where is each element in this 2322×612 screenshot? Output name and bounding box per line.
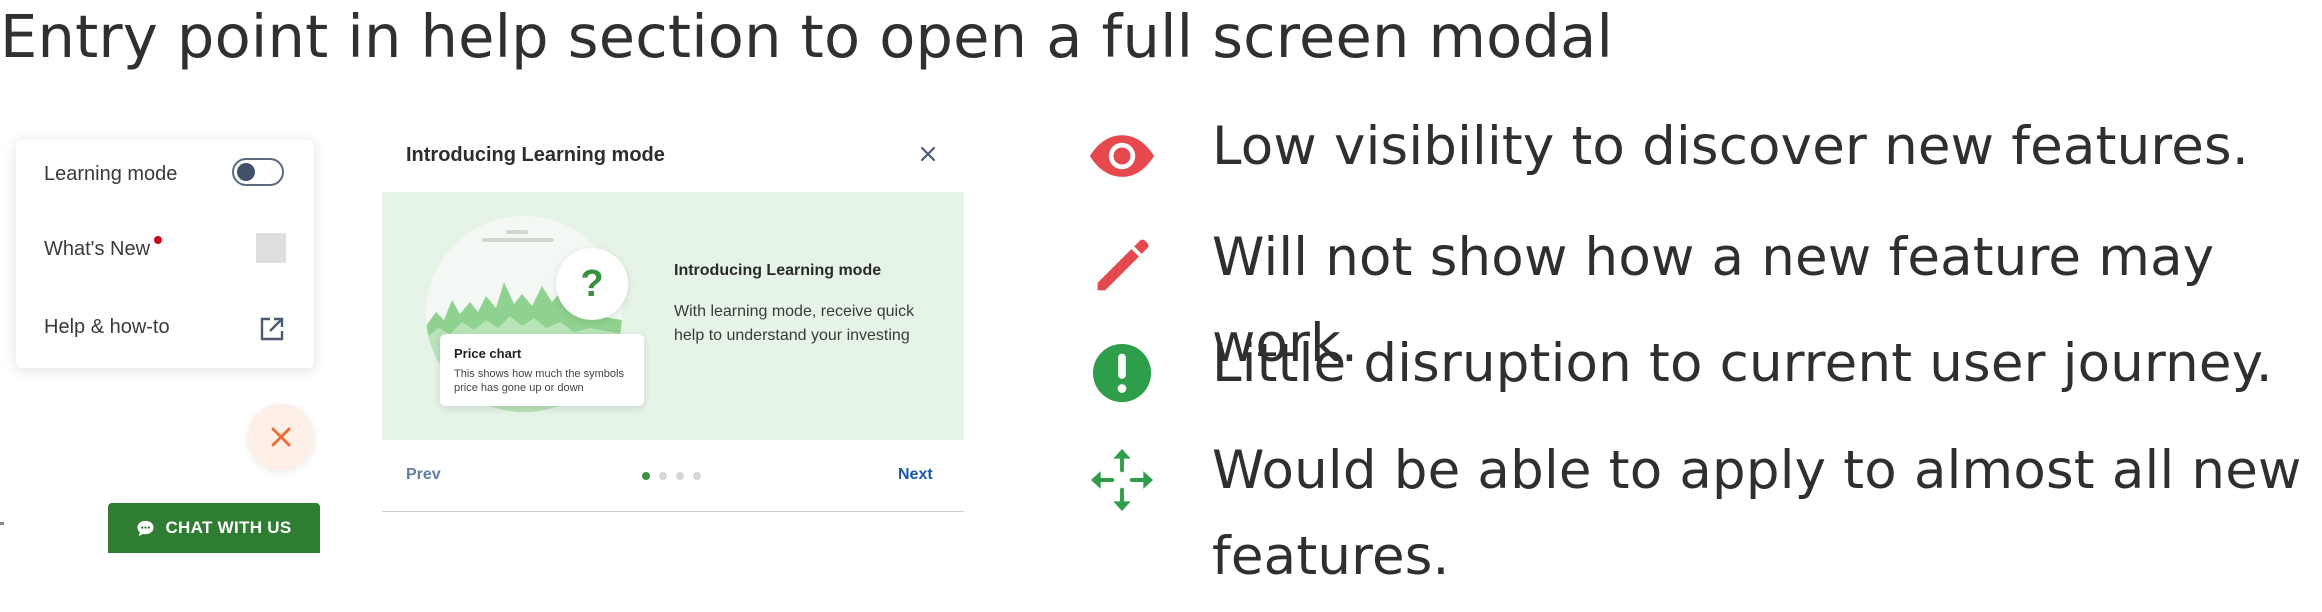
chat-bubble-icon — [137, 520, 155, 536]
modal-banner: ? Price chart This shows how much the sy… — [382, 192, 964, 440]
page-title: Entry point in help section to open a fu… — [0, 2, 1614, 71]
point-item: Would be able to apply to almost all new… — [1088, 440, 2318, 587]
close-icon — [271, 427, 291, 447]
pager-dots — [642, 472, 701, 480]
eye-icon — [1089, 135, 1155, 177]
point-text: Low visibility to discover new features. — [1212, 116, 2249, 177]
tooltip-title: Price chart — [454, 346, 522, 361]
notification-dot — [154, 236, 163, 244]
point-text: Little disruption to current user journe… — [1212, 333, 2273, 394]
modal-divider — [382, 511, 964, 512]
eye-icon-wrap — [1088, 122, 1156, 190]
move-arrows-icon — [1090, 448, 1154, 512]
help-item-label: What's New — [44, 238, 151, 260]
banner-body: With learning mode, receive quick help t… — [674, 303, 915, 344]
price-chart-tooltip: Price chart This shows how much the symb… — [440, 334, 644, 406]
toggle-knob — [237, 163, 255, 181]
point-item: Will not show how a new feature may work… — [1088, 227, 2318, 374]
whats-new-placeholder — [256, 233, 286, 263]
modal-title: Introducing Learning mode — [406, 144, 665, 166]
close-icon[interactable] — [916, 142, 940, 166]
exclamation-icon — [1092, 343, 1152, 403]
help-item-whats-new[interactable]: What's New — [44, 236, 163, 261]
next-button[interactable]: Next — [898, 466, 933, 483]
prev-button[interactable]: Prev — [406, 466, 441, 483]
pager-dot[interactable] — [693, 472, 701, 480]
exclamation-icon-wrap — [1088, 339, 1156, 407]
help-item-label: Learning mode — [44, 163, 178, 185]
pager-dot[interactable] — [642, 472, 650, 480]
help-item-learning-mode[interactable]: Learning mode — [44, 163, 177, 186]
edge-mark — [0, 522, 4, 525]
point-item: Little disruption to current user journe… — [1088, 333, 2318, 419]
chat-with-us-button[interactable]: CHAT WITH US — [108, 503, 320, 553]
point-item: Low visibility to discover new features. — [1088, 116, 2318, 202]
banner-heading: Introducing Learning mode — [674, 262, 882, 279]
learning-mode-modal: Introducing Learning mode ? Price chart … — [382, 130, 964, 512]
chat-button-label: CHAT WITH US — [165, 518, 292, 537]
point-text: Would be able to apply to almost all new… — [1212, 440, 2302, 587]
help-item-label: Help & how-to — [44, 316, 170, 338]
close-help-button[interactable] — [248, 404, 314, 470]
help-menu: Learning mode What's New Help & how-to — [16, 140, 314, 368]
move-arrows-icon-wrap — [1088, 446, 1156, 514]
help-item-help-how-to[interactable]: Help & how-to — [44, 316, 170, 339]
pager-dot[interactable] — [676, 472, 684, 480]
learning-mode-toggle[interactable] — [232, 158, 284, 186]
pager-dot[interactable] — [659, 472, 667, 480]
tooltip-body: This shows how much the symbols price ha… — [454, 368, 624, 394]
pencil-icon-wrap — [1088, 232, 1156, 300]
external-link-icon[interactable] — [259, 316, 285, 342]
question-mark-icon: ? — [556, 248, 628, 320]
pencil-icon — [1097, 239, 1149, 291]
point-text: Will not show how a new feature may work… — [1212, 227, 2215, 374]
